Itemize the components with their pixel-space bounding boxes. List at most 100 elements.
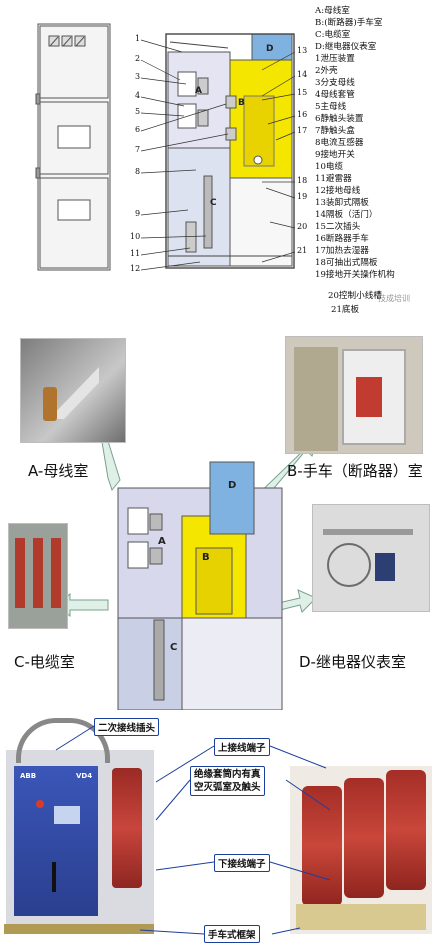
- compartment-illustration: [55, 417, 319, 710]
- cable-room-insulator-1: [15, 538, 25, 608]
- top-schematic-section: A B C D 1 2 3 4 5 6 7 8 9 10 11 12 13 14…: [0, 0, 441, 320]
- breaker-handle-slot: [52, 862, 56, 892]
- legend-item: 15二次插头: [315, 222, 361, 232]
- legend-item: B:(断路器)手车室: [315, 18, 383, 28]
- breaker-room-breaker: [356, 377, 382, 417]
- legend-item: 8电流互感器: [315, 138, 364, 148]
- callout-8: 8: [135, 167, 141, 176]
- callout-15: 15: [297, 88, 308, 97]
- callout-20: 20: [297, 222, 308, 231]
- legend-item: 20控制小线槽: [328, 291, 382, 301]
- cabinet-front-view: [35, 23, 111, 271]
- legend-item: 3分支母线: [315, 78, 355, 88]
- callout-4: 4: [135, 91, 141, 100]
- bus-room-photo: [20, 338, 126, 443]
- legend-item: 12接地母线: [315, 186, 361, 196]
- callout-14: 14: [297, 70, 308, 79]
- callout-2: 2: [135, 54, 141, 63]
- legend-item: A:母线室: [315, 6, 350, 16]
- top-letter-a: A: [195, 86, 202, 96]
- central-cabinet: [117, 461, 283, 710]
- callout-7: 7: [135, 145, 141, 154]
- cable-room-insulator-3: [51, 538, 61, 608]
- breaker-front-panel: ABB VD4: [14, 766, 98, 916]
- callout-11: 11: [130, 249, 141, 258]
- label-upper-terminal: 上接线端子: [214, 738, 270, 756]
- cabinet-section-view: [165, 33, 295, 269]
- middle-letter-a: A: [158, 536, 166, 547]
- breaker-model-label: VD4: [76, 772, 93, 780]
- label-vacuum-line2: 空灭弧室及触头: [194, 782, 261, 793]
- middle-letter-d: D: [228, 480, 237, 491]
- callout-18: 18: [297, 176, 308, 185]
- relay-room-wiring: [327, 543, 371, 587]
- callout-13: 13: [297, 46, 308, 55]
- legend-item: D:继电器仪表室: [315, 42, 377, 52]
- middle-compartments-section: A B C D A-母线室 B-手车（断路器）室 C-电缆室 D-继电器仪表室: [0, 320, 441, 710]
- breaker-window: [54, 806, 80, 824]
- pole-assembly-photo: [290, 766, 432, 934]
- caption-breaker-room: B-手车（断路器）室: [287, 462, 423, 480]
- breaker-red-indicator: [36, 800, 44, 808]
- label-vacuum-line1: 绝缘套筒内有真: [194, 769, 261, 780]
- bus-room-copper-bar: [43, 387, 57, 421]
- callout-9: 9: [135, 209, 141, 218]
- top-letter-c: C: [210, 198, 217, 208]
- legend-item: 19接地开关操作机构: [315, 270, 395, 280]
- legend-item: 6静触头装置: [315, 114, 364, 124]
- middle-letter-c: C: [170, 642, 178, 653]
- pole-insulator-2: [344, 778, 384, 898]
- relay-room-photo: [312, 504, 430, 612]
- legend-item: 21底板: [331, 305, 360, 315]
- bottom-breaker-section: ABB VD4 二次接线插头 上接线端子 绝缘套筒内有真 空灭弧室及触头 下接线…: [0, 710, 441, 949]
- legend-item: 7静触头盒: [315, 126, 355, 136]
- breaker-base-rail: [4, 924, 154, 934]
- pole-insulator-1: [302, 786, 342, 906]
- legend-item: C:电缆室: [315, 30, 351, 40]
- cable-room-insulator-2: [33, 538, 43, 608]
- callout-16: 16: [297, 110, 308, 119]
- breaker-side-insulators: [112, 768, 142, 888]
- caption-bus-room: A-母线室: [28, 462, 89, 480]
- callout-19: 19: [297, 192, 308, 201]
- legend-item: 13装卸式隔板: [315, 198, 369, 208]
- top-letter-d: D: [266, 44, 274, 54]
- pole-insulator-3: [386, 770, 426, 890]
- pole-base: [296, 904, 426, 930]
- label-lower-terminal: 下接线端子: [214, 854, 270, 872]
- relay-room-din-rail: [323, 529, 413, 535]
- callout-3: 3: [135, 72, 141, 81]
- legend-item: 16断路器手车: [315, 234, 369, 244]
- legend-item: 11避雷器: [315, 174, 352, 184]
- callout-21: 21: [297, 246, 308, 255]
- callout-10: 10: [130, 232, 141, 241]
- top-letter-b: B: [238, 98, 245, 108]
- watermark-text: 技成培训: [378, 294, 410, 303]
- label-trolley-frame: 手车式框架: [204, 925, 260, 943]
- callout-12: 12: [130, 264, 141, 273]
- label-secondary-plug: 二次接线插头: [94, 718, 160, 736]
- legend-item: 1泄压装置: [315, 54, 355, 64]
- caption-cable-room: C-电缆室: [14, 653, 75, 671]
- legend-item: 17加热去湿器: [315, 246, 369, 256]
- breaker-brand-label: ABB: [20, 772, 37, 780]
- legend-item: 5主母线: [315, 102, 347, 112]
- caption-relay-room: D-继电器仪表室: [299, 653, 406, 671]
- label-vacuum-chamber: 绝缘套筒内有真 空灭弧室及触头: [190, 766, 265, 796]
- callout-6: 6: [135, 125, 141, 134]
- switchgear-front-and-section-drawing: [35, 23, 296, 271]
- relay-room-relay: [375, 553, 395, 581]
- callout-leader-lines: [140, 39, 296, 271]
- breaker-room-door: [294, 347, 338, 451]
- middle-letter-b: B: [202, 552, 210, 563]
- callout-5: 5: [135, 107, 141, 116]
- callout-17: 17: [297, 126, 308, 135]
- legend-item: 4母线套管: [315, 90, 355, 100]
- legend-item: 2外壳: [315, 66, 338, 76]
- callout-1: 1: [135, 34, 141, 43]
- legend-item: 10电缆: [315, 162, 344, 172]
- legend-item: 9接地开关: [315, 150, 355, 160]
- legend-item: 18可抽出式隔板: [315, 258, 378, 268]
- breaker-room-photo: [285, 336, 423, 454]
- legend-item: 14隔板（活门）: [315, 210, 378, 220]
